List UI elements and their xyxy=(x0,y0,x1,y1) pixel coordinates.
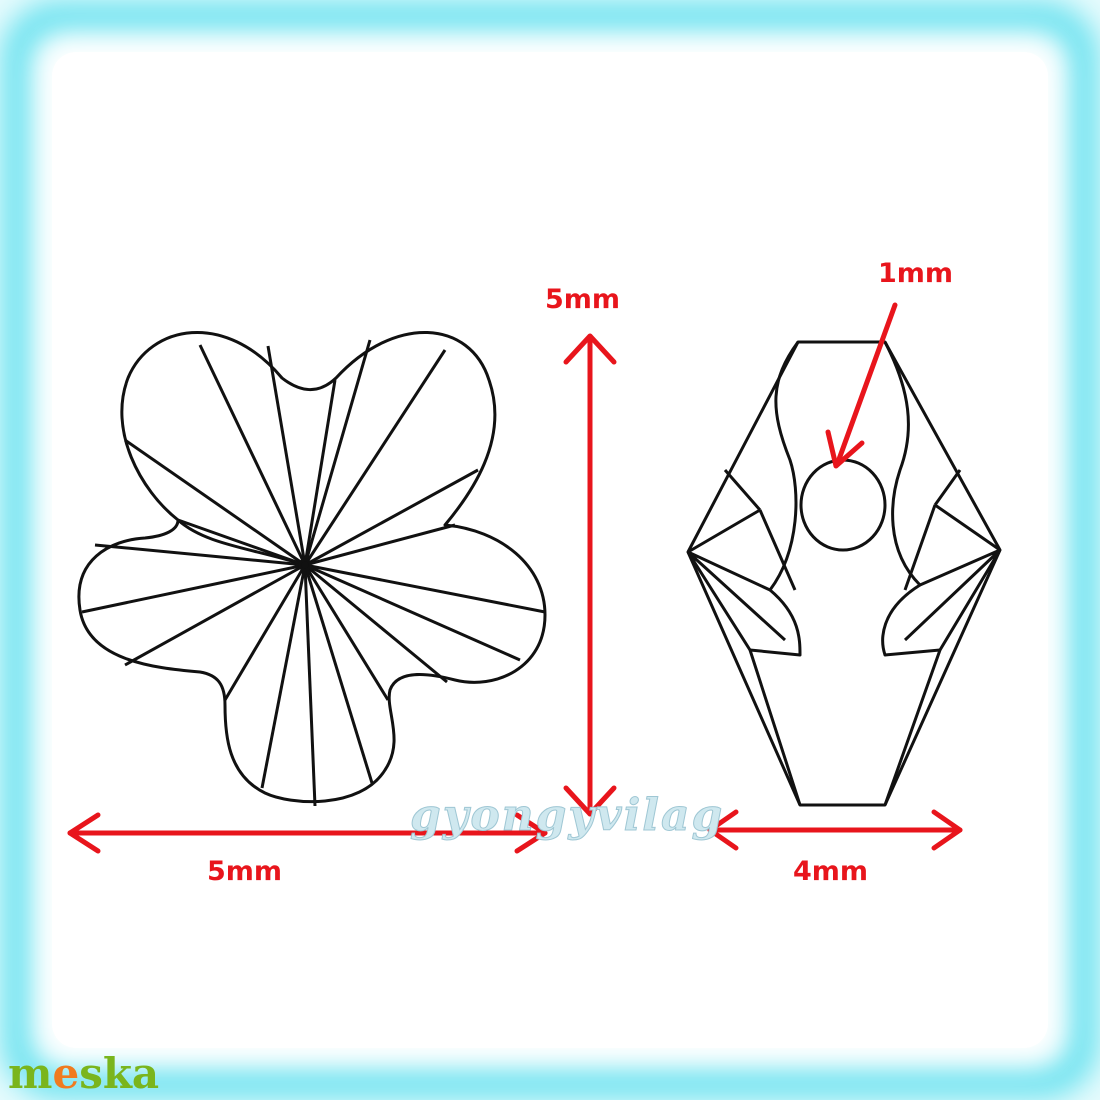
bead-stem xyxy=(748,341,942,806)
brand-logo: meska xyxy=(8,1049,159,1098)
flower-center xyxy=(298,558,312,572)
hole-label: 1mm xyxy=(878,258,953,289)
width-front-label: 5mm xyxy=(207,856,282,887)
bead-side-view xyxy=(686,340,1002,807)
flower-front-view xyxy=(77,330,547,807)
hole-pointer-arrow xyxy=(835,302,898,465)
dimension-arrows xyxy=(67,302,963,854)
watermark-text: gyongyvilag xyxy=(410,790,724,841)
bead-facet-left xyxy=(686,469,797,651)
width-side-label: 4mm xyxy=(793,856,868,887)
flower-facet-lines xyxy=(81,339,546,807)
height-label: 5mm xyxy=(545,284,620,315)
svg-text:meska: meska xyxy=(8,1049,159,1098)
flower-outline xyxy=(77,330,547,804)
bead-facet-right xyxy=(903,469,1002,651)
